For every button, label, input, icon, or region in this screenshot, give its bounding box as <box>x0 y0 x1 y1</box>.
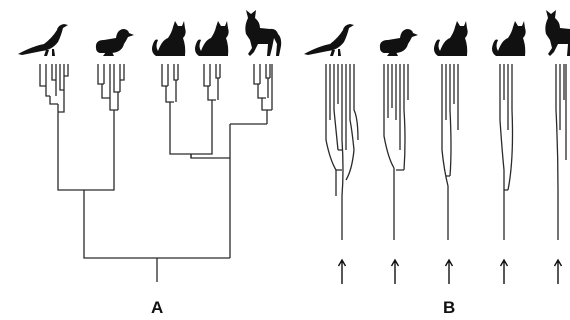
cat-silhouette-icon <box>152 21 186 56</box>
bird-silhouette-icon <box>304 24 354 56</box>
panel-a <box>18 10 282 282</box>
up-arrow-icon <box>553 259 563 285</box>
panel-b-lineage-bird <box>325 64 359 240</box>
panel-b-tips <box>304 10 570 56</box>
panel-b-lineage-cat-2 <box>499 64 514 240</box>
up-arrow-icon <box>337 259 347 285</box>
horse-silhouette-icon <box>545 10 570 56</box>
panel-b-lineage-cat-1 <box>441 64 459 240</box>
up-arrow-icon <box>444 259 454 285</box>
cat-silhouette-icon <box>492 21 526 56</box>
up-arrow-icon <box>390 259 400 285</box>
duck-silhouette-icon <box>379 29 418 56</box>
panel-b-arrows <box>337 259 563 285</box>
panel-a-label: A <box>151 298 164 317</box>
panel-a-subclades <box>39 64 273 124</box>
panel-b-lineage-duck <box>383 64 409 240</box>
panel-b-lineage-horse <box>555 64 567 240</box>
bird-silhouette-icon <box>18 24 68 56</box>
duck-silhouette-icon <box>95 29 134 56</box>
cat-silhouette-icon <box>195 21 229 56</box>
up-arrow-icon <box>499 259 509 285</box>
panel-b-label: B <box>443 298 456 317</box>
horse-silhouette-icon <box>245 10 282 56</box>
cat-silhouette-icon <box>434 21 468 56</box>
panel-a-tips <box>18 10 282 56</box>
panel-b <box>304 10 570 285</box>
panel-a-backbone <box>57 118 267 282</box>
